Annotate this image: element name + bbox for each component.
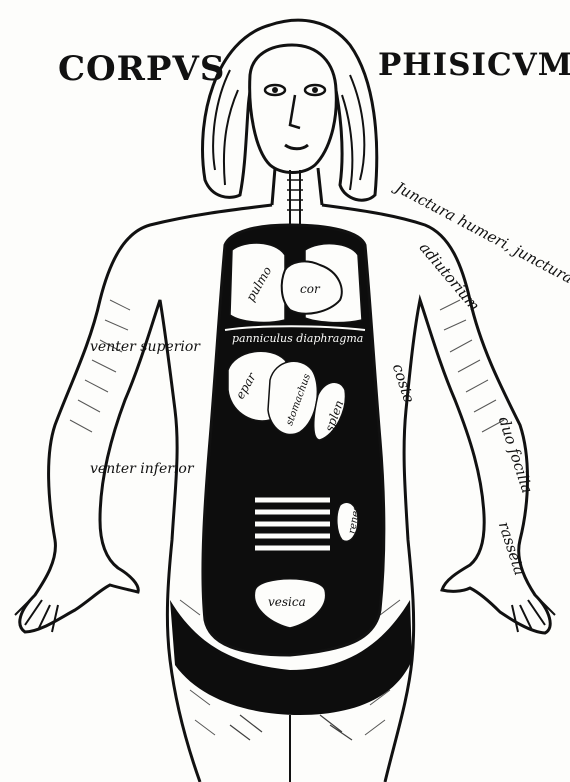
label-vesica: vesica	[268, 596, 306, 608]
title-left: CORPVS	[58, 52, 225, 86]
annotation-diaphragma: panniculus diaphragma	[232, 333, 363, 344]
annotation-venter-inferior: venter inferior	[90, 462, 194, 476]
annotation-venter-superior: venter superior	[90, 340, 200, 354]
trachea	[290, 170, 300, 225]
title-right: PHISICVM	[378, 50, 570, 81]
label-cor: cor	[300, 283, 320, 295]
